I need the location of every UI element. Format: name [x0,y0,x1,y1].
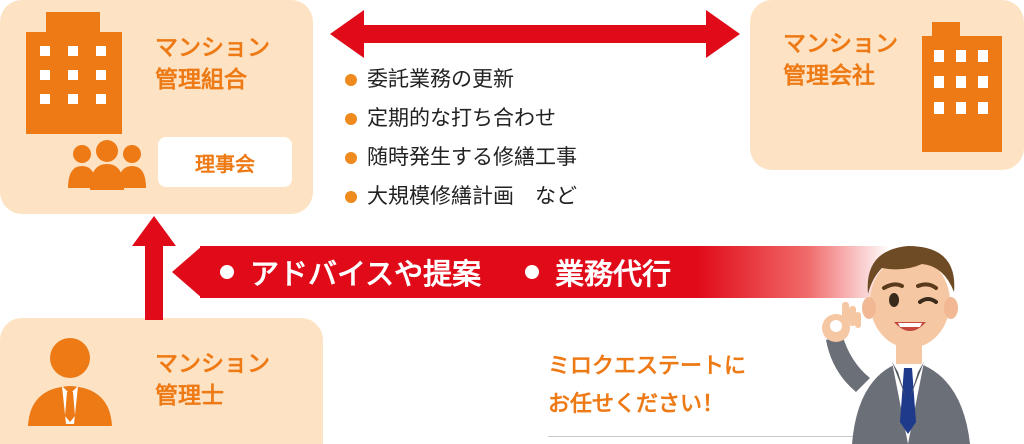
service-banner: アドバイスや提案 業務代行 [200,246,890,298]
consultant-label-line2: 管理士 [155,383,224,409]
bullet-dot [345,73,357,86]
up-arrow [132,216,176,320]
association-label-line2: 管理組合 [155,67,247,93]
list-item: 随時発生する修繕工事 [345,138,577,177]
building-icon [26,12,122,134]
service-list: 委託業務の更新 定期的な打ち合わせ 随時発生する修繕工事 大規模修繕計画 など [345,60,577,216]
callout-text: ミロクエステートに お任せください！ [548,348,746,424]
consultant-label-line1: マンション [155,351,270,377]
list-item: 定期的な打ち合わせ [345,99,577,138]
banner-dot [525,265,540,279]
banner-dot [220,265,234,279]
list-item-text: 大規模修繕計画 など [367,184,577,208]
double-arrow [330,10,740,58]
banner-item-agency: 業務代行 [555,257,672,291]
company-label-line2: 管理会社 [783,63,875,89]
callout-line2: お任せください！ [548,392,725,417]
building-icon [922,22,1002,152]
bullet-dot [345,112,357,125]
bullet-dot [345,190,357,203]
list-item-text: 随時発生する修繕工事 [367,145,577,169]
association-label: マンション 管理組合 [155,32,270,96]
banner-arrowhead [172,246,202,298]
association-label-line1: マンション [155,35,270,61]
bullet-dot [345,151,357,164]
callout-underline [548,436,878,437]
banner-item-advice: アドバイスや提案 [250,257,482,291]
list-item: 大規模修繕計画 など [345,177,577,216]
list-item: 委託業務の更新 [345,60,577,99]
company-label: マンション 管理会社 [783,28,898,92]
list-item-text: 定期的な打ち合わせ [367,106,556,130]
businessman-illustration [822,246,970,444]
company-label-line1: マンション [783,31,898,57]
people-icon [68,140,146,190]
list-item-text: 委託業務の更新 [367,67,514,91]
callout-line1: ミロクエステートに [548,354,747,379]
board-tag: 理事会 [158,137,292,187]
consultant-label: マンション 管理士 [155,348,270,412]
person-icon [28,338,112,426]
